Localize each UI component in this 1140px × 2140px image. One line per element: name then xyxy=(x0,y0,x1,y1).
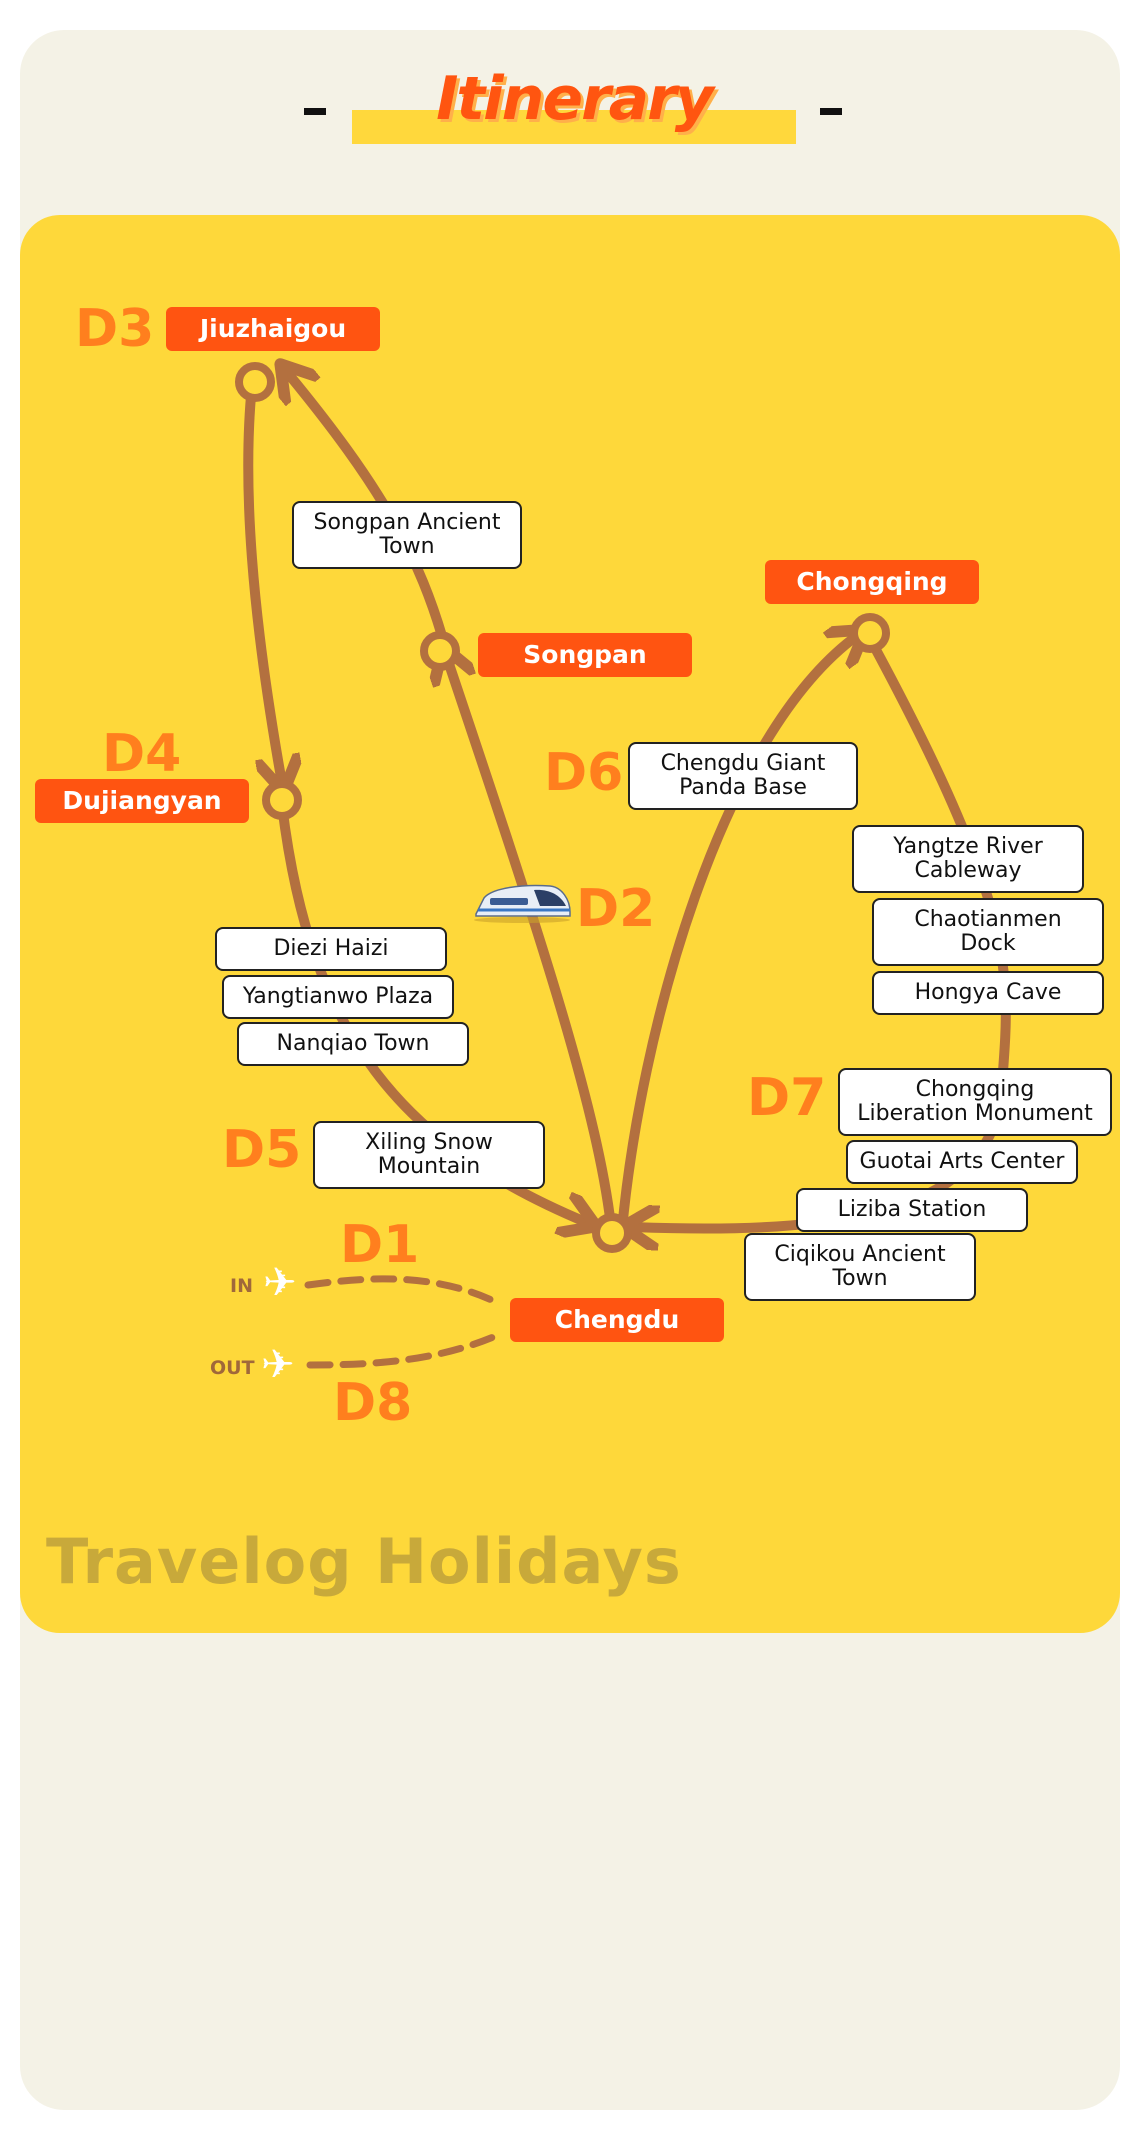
route-map: Jiuzhaigou Chongqing Songpan Dujiangyan … xyxy=(20,215,1120,1633)
title-dash-right xyxy=(820,108,842,115)
route-d6-chengdu-chongqing xyxy=(617,635,858,1235)
route-d2-chengdu-songpan xyxy=(446,655,617,1240)
city-label-chongqing: Chongqing xyxy=(765,560,979,604)
title-dash-left xyxy=(304,108,326,115)
city-label-dujiangyan: Dujiangyan xyxy=(35,779,249,823)
attraction-guotai-arts-center: Guotai Arts Center xyxy=(846,1140,1078,1184)
attraction-diezi-haizi: Diezi Haizi xyxy=(215,927,447,971)
flight-out-label: OUT xyxy=(210,1357,255,1379)
flight-in-path xyxy=(304,1275,502,1307)
day-label-d6: D6 xyxy=(544,743,624,803)
stop-chongqing xyxy=(850,613,890,653)
page-title: Itinerary xyxy=(436,64,714,134)
attraction-hongya-cave: Hongya Cave xyxy=(872,971,1104,1015)
day-label-d3: D3 xyxy=(75,299,155,359)
city-label-songpan: Songpan xyxy=(478,633,692,677)
day-label-d2: D2 xyxy=(576,879,656,939)
title-highlight-bar xyxy=(352,110,796,144)
attraction-yangtianwo-plaza: Yangtianwo Plaza xyxy=(222,975,454,1019)
train-icon xyxy=(474,884,571,923)
day-label-d5: D5 xyxy=(222,1120,302,1180)
day-label-d4: D4 xyxy=(102,724,182,784)
flight-out-path xyxy=(306,1331,502,1369)
day-label-d1: D1 xyxy=(340,1215,420,1275)
airplane-icon: ✈ xyxy=(263,1260,297,1306)
stop-songpan xyxy=(420,631,460,671)
attraction-nanqiao-town: Nanqiao Town xyxy=(237,1022,469,1066)
attraction-liziba-station: Liziba Station xyxy=(796,1188,1028,1232)
city-label-jiuzhaigou: Jiuzhaigou xyxy=(166,307,380,351)
flight-in-label: IN xyxy=(230,1275,253,1297)
brand-watermark: Travelog Holidays xyxy=(46,1525,682,1598)
header: Itinerary xyxy=(20,30,1120,190)
route-d3-jiuzhaigou-dujiangyan xyxy=(243,380,282,783)
city-label-chengdu: Chengdu xyxy=(510,1298,724,1342)
stop-jiuzhaigou xyxy=(235,362,275,402)
day-label-d8: D8 xyxy=(333,1373,413,1433)
airplane-icon: ✈ xyxy=(261,1342,295,1388)
stop-dujiangyan xyxy=(262,780,302,820)
day-label-d7: D7 xyxy=(747,1068,827,1128)
stop-chengdu xyxy=(592,1213,632,1253)
